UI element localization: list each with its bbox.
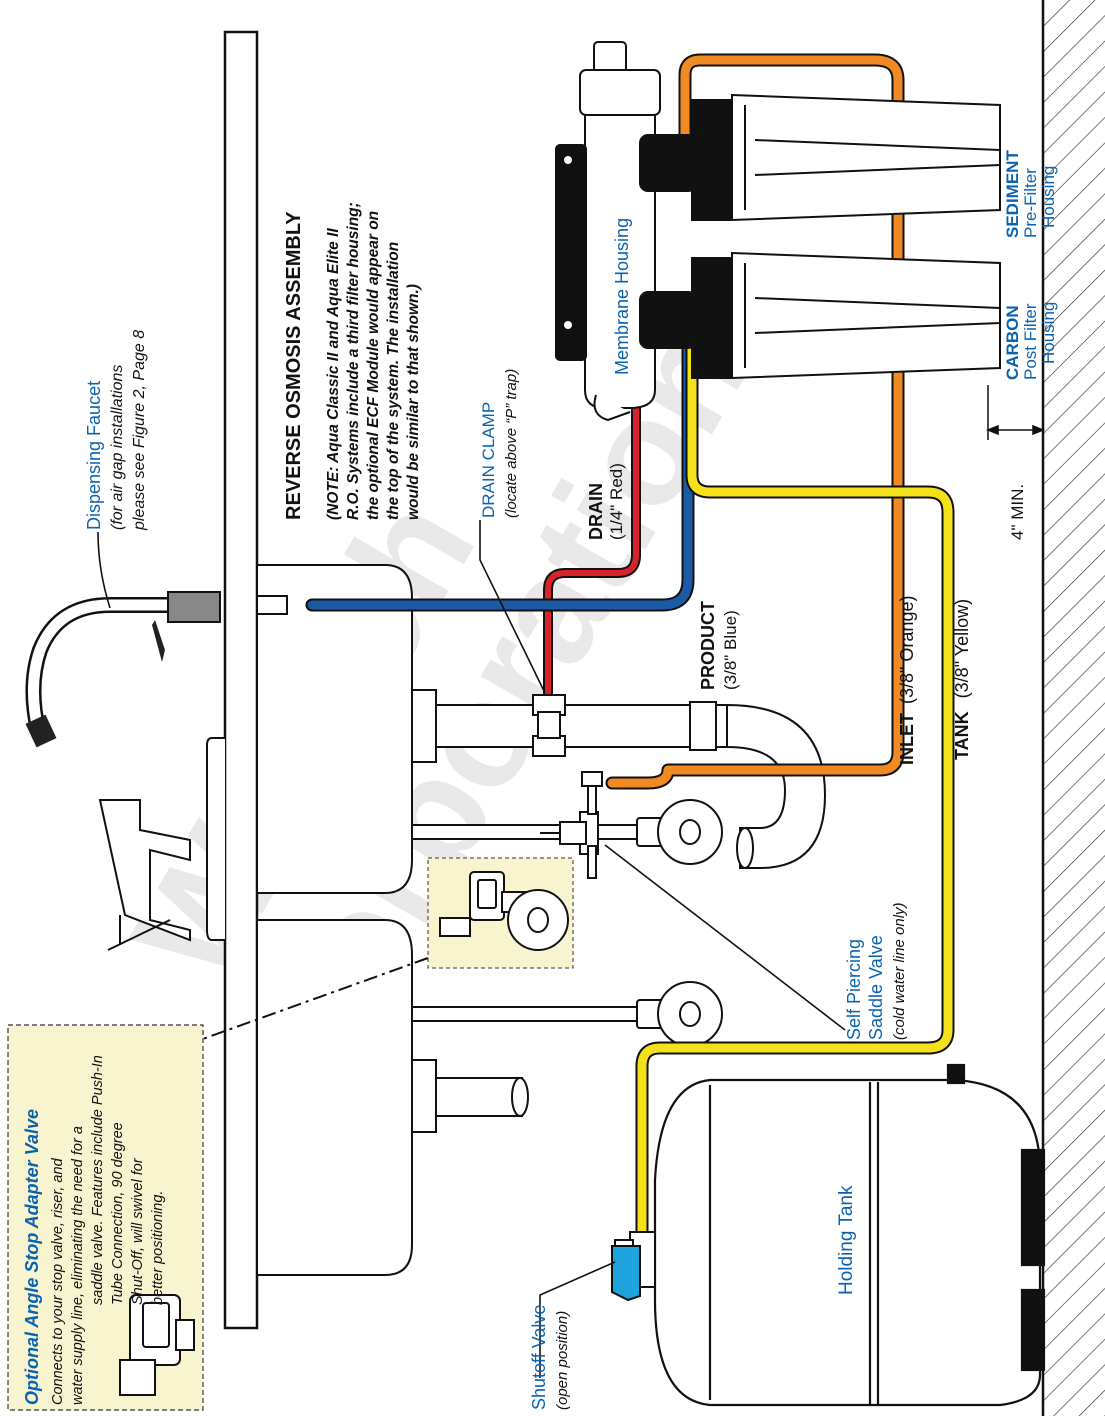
- drain-clamp-label: DRAIN CLAMP (locate above “P” trap): [479, 369, 520, 518]
- angle-stop-body-4: Tube Connection, 90 degree: [110, 1122, 126, 1305]
- inlet-label: INLET (3/8" Orange): [897, 596, 917, 765]
- angle-stop-body-1: Connects to your stop valve, riser, and: [50, 1157, 66, 1405]
- saddle-valve: [540, 771, 603, 879]
- assembly-note-5: would be similar to that shown.): [405, 284, 422, 520]
- carbon-label: CARBON Post Filter Housing: [1003, 302, 1058, 380]
- product-label: PRODUCT (3/8" Blue): [698, 601, 740, 690]
- product-title: PRODUCT: [698, 601, 718, 690]
- dispensing-faucet: [25, 591, 288, 748]
- product-spec: (3/8" Blue): [721, 610, 740, 690]
- inlet-title: INLET: [897, 713, 917, 765]
- holding-tank-label: Holding Tank: [836, 1185, 857, 1295]
- faucet-title: Dispensing Faucet: [84, 381, 104, 530]
- sediment-title: SEDIMENT: [1003, 150, 1022, 238]
- faucet-note-2: please see Figure 2, Page 8: [131, 330, 148, 531]
- countertop: [223, 30, 259, 1330]
- tank-line-label: TANK (3/8" Yellow): [952, 599, 972, 760]
- saddle-valve-note: (cold water line only): [891, 902, 908, 1040]
- drain-title: DRAIN: [586, 483, 606, 540]
- inlet-spec: (3/8" Orange): [897, 596, 917, 704]
- tank-line-spec: (3/8" Yellow): [952, 599, 972, 698]
- carbon-title: CARBON: [1003, 305, 1022, 380]
- stop-valve-cold: [636, 799, 723, 865]
- tank-line-title: TANK: [952, 711, 972, 760]
- angle-stop-body-6: better positioning.: [150, 1191, 166, 1305]
- clearance-label: 4" MIN.: [1008, 484, 1027, 540]
- shutoff-title: Shutoff Valve: [529, 1305, 549, 1410]
- clearance-dimension: [985, 385, 1046, 440]
- kitchen-faucet: [98, 737, 225, 951]
- drain-clamp-title: DRAIN CLAMP: [479, 402, 498, 518]
- drain-label: DRAIN (1/4" Red): [586, 463, 626, 540]
- carbon-line-3: Housing: [1039, 302, 1058, 364]
- tubing: [305, 53, 955, 1252]
- assembly-note-1: (NOTE: Aqua Classic II and Aqua Elite II: [325, 228, 342, 520]
- angle-stop-detail: [199, 857, 574, 1041]
- assembly-label: REVERSE OSMOSIS ASSEMBLY (NOTE: Aqua Cla…: [283, 202, 422, 520]
- leader-lines: [97, 520, 846, 1378]
- supply-lines: [411, 824, 638, 1133]
- assembly-title: REVERSE OSMOSIS ASSEMBLY: [283, 211, 305, 520]
- drain-p-trap: [411, 689, 827, 869]
- carbon-line-2: Post Filter: [1021, 303, 1040, 380]
- membrane-label: Membrane Housing: [612, 218, 632, 375]
- drain-clamp: [532, 694, 566, 757]
- angle-stop-body-2: water supply line, eliminating the need …: [70, 1126, 86, 1405]
- angle-stop-title: Optional Angle Stop Adapter Valve: [22, 1109, 42, 1405]
- tank-line-text: TANK (3/8" Yellow): [952, 599, 972, 760]
- sediment-line-3: Housing: [1039, 166, 1058, 228]
- drain-spec: (1/4" Red): [607, 463, 626, 540]
- stop-valve-hot: [636, 981, 723, 1047]
- angle-stop-illustration: [119, 1294, 195, 1396]
- filter-housings: [691, 93, 1001, 380]
- sediment-label: SEDIMENT Pre-Filter Housing: [1003, 150, 1058, 238]
- sediment-line-2: Pre-Filter: [1021, 168, 1040, 238]
- angle-stop-callout: Optional Angle Stop Adapter Valve Connec…: [7, 1024, 204, 1411]
- assembly-note-2: R.O. Systems include a third filter hous…: [345, 202, 362, 520]
- angle-stop-body-5: Shut-Off, will swivel for: [130, 1157, 146, 1305]
- shutoff-note: (open position): [554, 1311, 571, 1410]
- faucet-note-1: (for air gap installations: [109, 365, 126, 530]
- saddle-valve-line-2: Saddle Valve: [866, 935, 886, 1040]
- assembly-note-4: the top of the system. The installation: [385, 242, 402, 520]
- saddle-valve-line-1: Self Piercing: [844, 939, 864, 1040]
- assembly-note-3: the optional ECF Module would appear on: [365, 211, 382, 520]
- faucet-label: Dispensing Faucet (for air gap installat…: [84, 330, 148, 531]
- holding-tank: [653, 1063, 1046, 1407]
- drain-clamp-note: (locate above “P” trap): [503, 369, 520, 518]
- shutoff-valve: [611, 1231, 656, 1302]
- saddle-valve-label: Self Piercing Saddle Valve (cold water l…: [844, 902, 908, 1040]
- angle-stop-body-3: saddle valve. Features include Push-In: [90, 1055, 106, 1305]
- inlet-line: INLET (3/8" Orange): [897, 596, 917, 765]
- sink-basins: [256, 564, 413, 1276]
- shutoff-label: Shutoff Valve (open position): [529, 1305, 571, 1410]
